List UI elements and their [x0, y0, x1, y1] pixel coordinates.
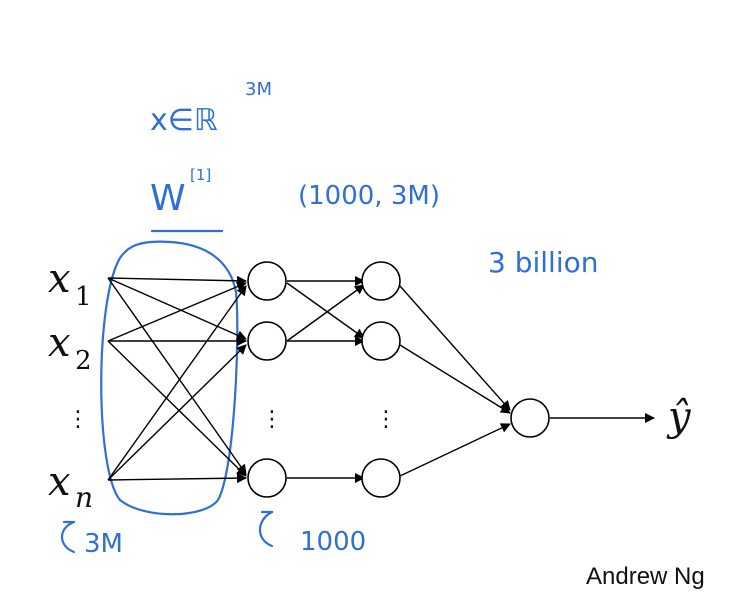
edge: [107, 344, 247, 481]
edge: [107, 275, 247, 286]
edge: [107, 340, 247, 477]
hidden-count-annotation: 1000: [300, 527, 366, 557]
hidden-unit: [361, 261, 401, 301]
edge: [286, 282, 365, 339]
input-xn-subscript: n: [75, 481, 93, 514]
input-count-brace: [60, 520, 76, 554]
w1-shape-annotation: (1000, 3M): [298, 181, 440, 211]
output-unit: [510, 398, 550, 438]
hidden-unit: [361, 458, 401, 498]
w1-weights-loop: [100, 240, 239, 516]
hidden-layer-1-ellipsis: ⋮: [261, 407, 283, 432]
hidden-unit: [247, 261, 287, 301]
edge: [107, 473, 247, 484]
input-count-annotation: 3M: [84, 529, 123, 559]
hidden-unit: [247, 321, 287, 361]
output-layer: [510, 398, 550, 438]
hidden-layer-2: ⋮: [361, 261, 401, 498]
input-layer: x 1 x 2 ⋮ x n: [48, 256, 93, 514]
input-ellipsis: ⋮: [67, 407, 89, 432]
network-edges: [107, 275, 655, 484]
x-in-r-exponent: 3M: [245, 79, 272, 100]
input-x2-base: x: [48, 320, 71, 366]
edge: [107, 285, 247, 481]
author-credit: Andrew Ng: [586, 563, 705, 590]
edge: [107, 277, 247, 340]
parameter-count-annotation: 3 billion: [488, 246, 598, 279]
hidden-unit: [361, 321, 401, 361]
output-label: ŷ: [666, 394, 692, 440]
w1-label: W: [150, 178, 186, 219]
handwritten-annotations: x∈ℝ 3M W [1] (1000, 3M) 3 billion 3M 100…: [60, 79, 598, 559]
hidden-count-brace: [258, 510, 274, 548]
input-xn-base: x: [48, 459, 71, 505]
w1-superscript: [1]: [190, 166, 211, 184]
input-x1-base: x: [48, 256, 71, 302]
edge: [399, 285, 511, 411]
edge: [399, 423, 511, 477]
input-x2-subscript: 2: [75, 346, 92, 376]
input-x1-subscript: 1: [75, 282, 92, 312]
hidden-layer-2-ellipsis: ⋮: [375, 407, 397, 432]
x-in-r-annotation: x∈ℝ: [150, 103, 218, 138]
edge: [399, 344, 511, 414]
hidden-unit: [247, 458, 287, 498]
hidden-layer-1: ⋮: [247, 261, 287, 498]
edge: [107, 281, 247, 342]
edge: [107, 277, 247, 475]
edge: [286, 284, 365, 342]
